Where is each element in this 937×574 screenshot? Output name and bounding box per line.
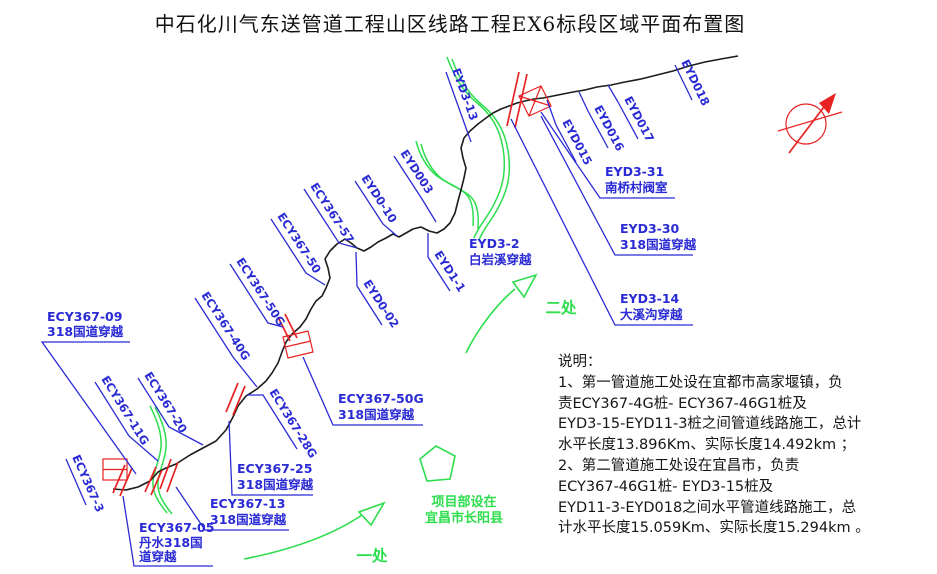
callout-eyd3-31-l1: EYD3-31	[605, 164, 664, 179]
callout-ecy367-25-l1: ECY367-25	[237, 461, 312, 476]
north-compass-icon	[777, 93, 843, 154]
pile-label-ecy367-11g: ECY367-11G	[98, 373, 152, 447]
crossing-flag	[282, 330, 314, 359]
callout-eyd3-30-l1: EYD3-30	[620, 221, 680, 236]
callout-eyd3-2-l2: 白岩溪穿越	[469, 252, 532, 267]
river-danshui-2	[154, 406, 173, 515]
pile-label-eyd003: EYD003	[397, 147, 436, 196]
pile-label-ecy367-40g: ECY367-40G	[198, 289, 253, 363]
river-baiyan-2	[451, 58, 511, 241]
road-crossing-tick	[144, 466, 157, 493]
notes-line: EYD3-15-EYD11-3桩之间管道线路施工，总计	[558, 416, 862, 433]
site-two-label: 二处	[545, 298, 577, 317]
pile-label-ecy367-28g: ECY367-28G	[266, 386, 320, 460]
crossing-marks	[102, 71, 552, 497]
callout-ecy367-09-l2: 318国道穿越	[47, 324, 124, 339]
notes-line: 水平长度13.896Km、实际长度14.492km ；	[558, 437, 856, 454]
valve-symbol	[518, 85, 552, 117]
river-lines	[149, 56, 511, 515]
callout-ecy367-05-l3: 道穿越	[139, 549, 177, 564]
pile-label-ecy367-50: ECY367-50	[274, 210, 324, 276]
road-crossing-tick	[277, 316, 291, 342]
notes-line: 2、第二管道施工处设在宜昌市，负责	[558, 457, 800, 474]
pile-label-eyd0-02: EYD0-02	[360, 277, 401, 330]
pile-label-ecy367-3: ECY367-3	[69, 453, 107, 515]
callout-eyd3-30-l2: 318国道穿越	[620, 237, 697, 252]
pentagon-marker	[419, 445, 456, 482]
river-baiyan	[446, 56, 506, 239]
road-crossing-tick	[159, 458, 172, 490]
site-one-label: 一处	[356, 546, 388, 565]
site-two-arrow	[465, 288, 516, 354]
callout-ecy367-50g-l1: ECY367-50G	[338, 391, 424, 406]
pile-label-ecy367-50g: ECY367-50G	[233, 255, 288, 329]
notes-line: 计水平长度15.059Km、实际长度15.294km 。	[558, 520, 870, 537]
project-note-line2: 宜昌市长阳县	[425, 510, 503, 526]
callout-ecy367-50g-l2: 318国道穿越	[338, 407, 415, 422]
site-two-arrowhead	[511, 273, 538, 299]
drawing-title: 中石化川气东送管道工程山区线路工程EX6标段区域平面布置图	[154, 12, 746, 36]
notes-heading: 说明：	[558, 354, 602, 370]
road-crossing-tick	[232, 385, 246, 416]
callout-ecy367-13-l2: 318国道穿越	[210, 512, 287, 527]
callout-ecy367-05-l2: 丹水318国	[139, 535, 203, 550]
notes-line: 1、第一管道施工处设在宜都市高家堰镇，负	[558, 374, 843, 391]
callout-eyd3-14-l2: 大溪沟穿越	[620, 307, 683, 322]
river-branch-2	[420, 143, 479, 230]
green-annotations: 项目部设在 宜昌市长阳县 一处 二处	[243, 273, 577, 565]
callout-ecy367-09-l1: ECY367-09	[47, 309, 122, 324]
callout-eyd3-31-l2: 南桥村阀室	[605, 180, 668, 195]
callout-ecy367-05-l1: ECY367-05	[139, 520, 214, 535]
callout-eyd3-14-l1: EYD3-14	[620, 291, 680, 306]
notes-block: 说明： 1、第一管道施工处设在宜都市高家堰镇，负 责ECY367-4G桩- EC…	[558, 352, 936, 539]
callout-labels: ECY367-09 318国道穿越 EYD3-2 白岩溪穿越 EYD3-31 南…	[47, 164, 697, 564]
site-one-arrowhead	[357, 501, 386, 527]
road-crossing-tick	[150, 469, 163, 496]
callout-ecy367-25-l2: 318国道穿越	[237, 477, 314, 492]
road-crossing-tick	[166, 461, 179, 493]
notes-line: ECY367-46G1桩- EYD3-15桩及	[558, 478, 774, 495]
site-one-arrow	[243, 514, 363, 560]
callout-eyd3-2-l1: EYD3-2	[469, 236, 520, 251]
road-crossing-tick	[506, 71, 520, 127]
road-crossing-tick	[225, 382, 239, 413]
project-note-line1: 项目部设在	[431, 494, 496, 510]
leader-lines	[40, 64, 693, 567]
river-danshui	[149, 405, 168, 514]
station-flag	[102, 458, 128, 481]
notes-line: EYD11-3-EYD018之间水平管道线路施工，总	[558, 499, 857, 516]
pile-label-ecy367-57: ECY367-57	[307, 180, 357, 246]
notes-line: 责ECY367-4G桩- ECY367-46G1桩及	[558, 395, 807, 412]
pile-label-ecy367-20: ECY367-20	[141, 369, 190, 435]
road-crossing-tick	[119, 467, 133, 497]
callout-ecy367-13-l1: ECY367-13	[210, 496, 285, 511]
